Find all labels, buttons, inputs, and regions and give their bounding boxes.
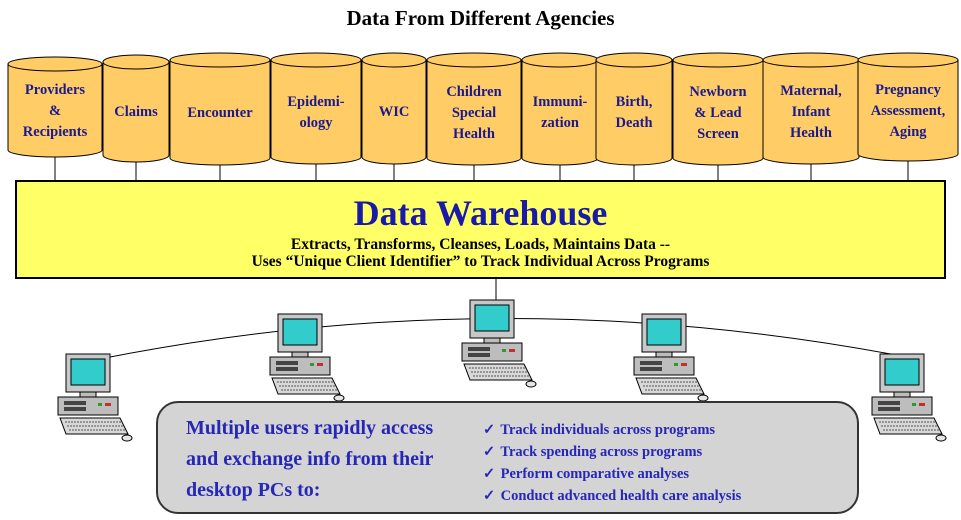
agency-label: Claims <box>114 104 158 120</box>
agency-label: Providers & Recipients <box>22 81 88 140</box>
agency-label: Maternal, Infant Health <box>780 83 842 141</box>
capability-text: Conduct advanced health care analysis <box>497 488 742 504</box>
agency-database-icon <box>7 56 103 182</box>
capabilities-list: ✓ Track individuals across programs✓ Tra… <box>483 419 741 507</box>
agency-label: Pregnancy Assessment, Aging <box>870 81 946 140</box>
agency-label: Immuni- zation <box>532 94 588 131</box>
data-warehouse-description: Extracts, Transforms, Cleanses, Loads, M… <box>17 236 944 270</box>
desktop-computer-icon <box>871 353 947 442</box>
capability-item: ✓ Track spending across programs <box>483 441 741 463</box>
desktop-computer-icon <box>57 353 133 442</box>
data-warehouse-title: Data Warehouse <box>353 193 608 233</box>
agency-label: Encounter <box>187 104 253 121</box>
data-warehouse-box: Data Warehouse Extracts, Transforms, Cle… <box>15 180 946 279</box>
diagram-title: Data From Different Agencies <box>346 6 615 30</box>
agency-database-icon <box>857 52 959 182</box>
data-warehouse-line-1: Extracts, Transforms, Cleanses, Loads, M… <box>290 236 671 253</box>
agency-database-icon <box>270 52 362 182</box>
capability-item: ✓ Conduct advanced health care analysis <box>483 485 741 507</box>
checkmark-icon: ✓ <box>483 488 496 504</box>
capability-text: Perform comparative analyses <box>497 466 690 482</box>
desktop-computer-icon <box>269 313 345 402</box>
capability-text: Track spending across programs <box>497 444 703 460</box>
users-info-text: Multiple users rapidly access and exchan… <box>186 417 434 501</box>
agency-database-icon <box>595 52 673 182</box>
agency-database-icon <box>361 52 427 182</box>
agency-database-icon <box>521 52 599 182</box>
agency-label: Newborn & Lead Screen <box>689 83 747 142</box>
agency-cylinders <box>7 52 959 182</box>
capability-text: Track individuals across programs <box>497 422 716 438</box>
desktop-computer-icon <box>633 313 709 402</box>
capability-item: ✓ Track individuals across programs <box>483 419 741 441</box>
agency-database-icon <box>762 52 860 182</box>
data-warehouse-line-2: Uses “Unique Client Identifier” to Track… <box>251 253 710 270</box>
checkmark-icon: ✓ <box>483 444 496 460</box>
agency-label: Birth, Death <box>615 94 653 131</box>
checkmark-icon: ✓ <box>483 466 496 482</box>
agency-label: Children Special Health <box>446 83 502 142</box>
agency-database-icon <box>426 52 522 182</box>
desktop-computer-icon <box>461 299 537 388</box>
agency-database-icon <box>672 52 764 182</box>
agency-database-icon <box>169 52 271 182</box>
agency-label: WIC <box>378 104 410 120</box>
capability-item: ✓ Perform comparative analyses <box>483 463 741 485</box>
users-info-panel: Multiple users rapidly access and exchan… <box>156 401 859 514</box>
agency-label: Epidemi- ology <box>287 93 345 131</box>
checkmark-icon: ✓ <box>483 422 496 438</box>
agency-database-icon <box>102 54 170 182</box>
